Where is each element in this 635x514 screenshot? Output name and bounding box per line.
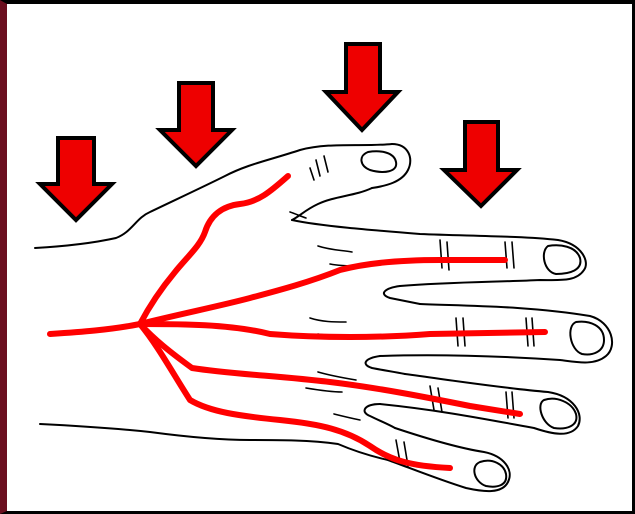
down-arrow-1 bbox=[40, 138, 112, 220]
down-arrow-4 bbox=[444, 122, 517, 206]
crease-marks bbox=[290, 156, 534, 466]
nerve-branch-middle bbox=[140, 324, 545, 337]
down-arrow-3 bbox=[326, 44, 398, 130]
hand-illustration bbox=[7, 4, 632, 511]
middle-nail bbox=[570, 322, 604, 355]
nerve-trunk bbox=[50, 324, 140, 334]
nerve-branch-index bbox=[140, 260, 505, 324]
index-nail bbox=[544, 245, 581, 274]
nerve-branch-thumb bbox=[140, 176, 288, 324]
down-arrows bbox=[40, 44, 517, 220]
ring-nail bbox=[540, 399, 576, 429]
pinky-nail bbox=[474, 461, 506, 487]
nerve-lines bbox=[50, 176, 545, 468]
down-arrow-2 bbox=[160, 83, 232, 166]
